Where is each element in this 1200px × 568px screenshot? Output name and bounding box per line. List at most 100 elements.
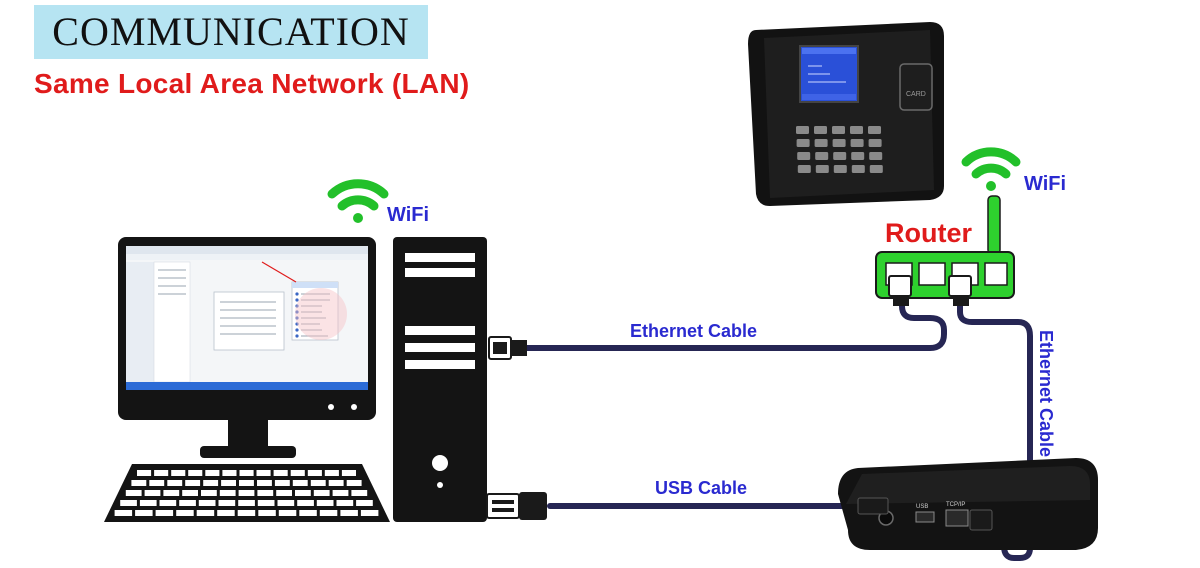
keypad-key (832, 126, 845, 134)
router-label: Router (885, 218, 972, 248)
keyboard-key (332, 490, 349, 496)
keyboard-key (239, 480, 254, 486)
keyboard-key (258, 510, 276, 516)
usb-cable-label: USB Cable (655, 478, 748, 498)
keyboard-key (203, 480, 219, 486)
router (875, 195, 1015, 306)
keyboard-key (297, 500, 314, 506)
keyboard-key (238, 490, 255, 496)
usb-port-label: USB (916, 504, 928, 510)
keyboard-key (336, 500, 354, 506)
keyboard-key (256, 470, 271, 476)
wifi-icon (961, 147, 1021, 191)
keyboard-key (219, 490, 236, 496)
keyboard-key (185, 480, 201, 486)
keyboard-key (316, 500, 334, 506)
keyboard-key (135, 510, 153, 516)
keyboard-key (257, 480, 272, 486)
keypad-key (796, 126, 809, 134)
keyboard-key (313, 490, 330, 496)
tcpip-port-label: TCP/IP (946, 502, 965, 508)
keypad-key (833, 152, 847, 160)
ethernet-cable-label: Ethernet Cable (630, 321, 758, 341)
keypad-key (851, 165, 865, 173)
device-bottom: USB TCP/IP (838, 458, 1098, 550)
keyboard-key (159, 500, 177, 506)
keyboard-key (149, 480, 165, 486)
keyboard-key (341, 470, 356, 476)
keypad-key (815, 165, 829, 173)
keyboard-key (239, 470, 254, 476)
keyboard-key (274, 480, 290, 486)
keyboard-key (114, 510, 133, 516)
keypad-key (797, 152, 811, 160)
keyboard-key (351, 490, 368, 496)
keypad-key (832, 139, 846, 147)
monitor (118, 237, 376, 458)
keyboard-key (171, 470, 186, 476)
keyboard-key (238, 500, 255, 506)
pc-tower (393, 237, 487, 522)
keypad-key (868, 139, 882, 147)
wifi-icon (327, 179, 389, 223)
keyboard-key (307, 470, 322, 476)
keyboard-key (196, 510, 215, 516)
ethernet-connector-pc (488, 336, 527, 360)
keyboard-key (222, 470, 237, 476)
keyboard-key (188, 470, 203, 476)
keypad-key (850, 139, 864, 147)
keyboard-key (163, 490, 180, 496)
card-reader-label: CARD (906, 91, 926, 98)
keyboard-key (292, 480, 308, 486)
keyboard-key (356, 500, 373, 506)
keyboard-key (217, 510, 235, 516)
keyboard-key (346, 480, 362, 486)
keyboard-key (237, 510, 256, 516)
keypad-key (797, 165, 811, 173)
keypad-key (869, 165, 883, 173)
keyboard-key (273, 470, 288, 476)
keypad-key (869, 152, 883, 160)
wifi-label-router: WiFi (1024, 173, 1067, 195)
keyboard-key (179, 500, 196, 506)
keyboard-key (218, 500, 236, 506)
keyboard-key (131, 480, 147, 486)
keyboard-key (144, 490, 161, 496)
usb-connector-pc (486, 492, 547, 520)
keyboard-key (290, 470, 305, 476)
ethernet-cable-label-vertical: Ethernet Cable (1036, 330, 1056, 458)
keypad-key (851, 152, 865, 160)
keyboard-key (125, 490, 142, 496)
keyboard-key (198, 500, 216, 506)
keypad-key (796, 139, 810, 147)
keyboard (104, 464, 390, 522)
keypad-key (833, 165, 847, 173)
keypad-key (814, 139, 828, 147)
keyboard-key (137, 470, 152, 476)
keyboard-key (278, 510, 297, 516)
keyboard-key (221, 480, 236, 486)
keyboard-key (328, 480, 344, 486)
title-banner: COMMUNICATION (34, 5, 428, 59)
keyboard-key (167, 480, 183, 486)
keypad-key (868, 126, 881, 134)
keyboard-key (295, 490, 311, 496)
keyboard-key (176, 510, 194, 516)
ethernet-cable-router-device (957, 299, 1033, 561)
keyboard-key (205, 470, 220, 476)
keyboard-key (182, 490, 198, 496)
keyboard-key (310, 480, 326, 486)
page-title: COMMUNICATION (52, 9, 410, 54)
keyboard-key (319, 510, 338, 516)
keyboard-key (201, 490, 217, 496)
keyboard-key (299, 510, 317, 516)
page-subtitle: Same Local Area Network (LAN) (34, 68, 470, 99)
keyboard-key (257, 490, 274, 496)
keyboard-key (277, 500, 295, 506)
keyboard-key (257, 500, 275, 506)
keypad-key (850, 126, 863, 134)
ethernet-cable-pc-router (523, 299, 947, 351)
keyboard-key (154, 470, 169, 476)
keypad-key (814, 126, 827, 134)
